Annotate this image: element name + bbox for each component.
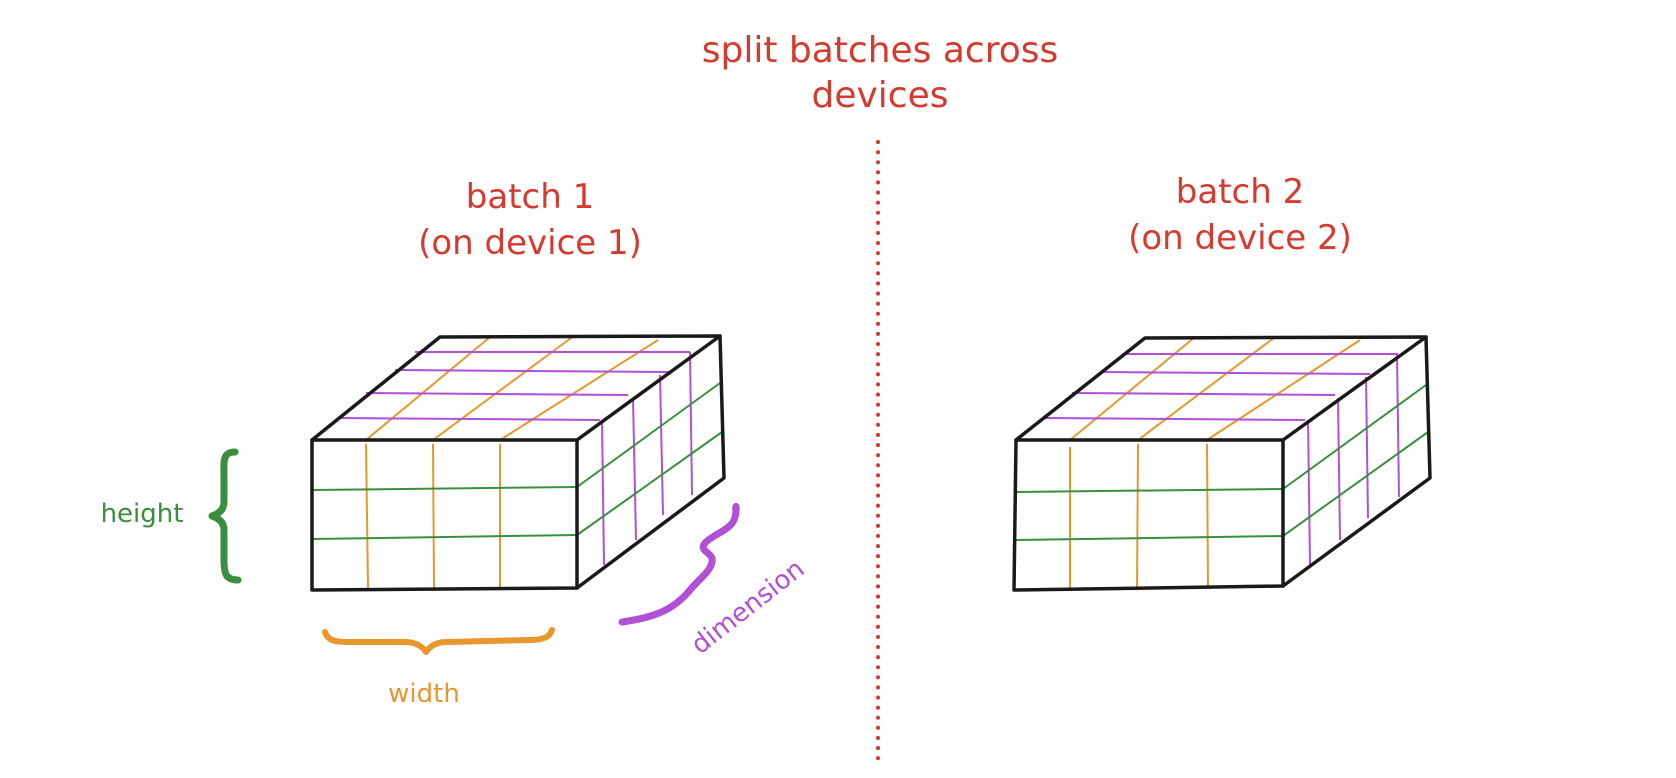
batch-2-width-lines-top: [1069, 336, 1361, 441]
batch-2-dimension-lines-top: [1044, 353, 1398, 421]
batch-1-device: (on device 1): [418, 223, 642, 263]
batch-2-width-lines-front: [1069, 443, 1209, 590]
batch-2-outline: [1012, 335, 1432, 592]
batch-2-device: (on device 2): [1128, 218, 1352, 258]
batch-2-dimension-lines-side: [1307, 353, 1400, 566]
batch-1-title: batch 1: [466, 177, 594, 217]
dimension-brace: [618, 503, 740, 626]
batch-1-label: batch 1 (on device 1): [418, 177, 642, 263]
width-brace: [322, 627, 555, 655]
diagram-title: split batches across devices: [702, 30, 1059, 116]
batch-2-label: batch 2 (on device 2): [1128, 172, 1352, 258]
batch-1-height-lines-front: [311, 486, 578, 540]
batch-1-width-lines-top: [365, 334, 659, 441]
batch-2-tensor-cube: [1012, 335, 1432, 592]
batch-1-height-lines-side: [576, 382, 723, 536]
batch-1-dimension-lines-top: [339, 351, 690, 421]
height-label: height: [101, 499, 184, 529]
batch-1-outline: [310, 334, 726, 592]
batch-1-width-lines-front: [365, 443, 501, 589]
batch-2-title: batch 2: [1176, 172, 1304, 212]
title-line-2: devices: [811, 75, 948, 116]
batch-2-height-lines-side: [1282, 384, 1429, 537]
title-line-1: split batches across: [702, 30, 1059, 71]
width-label: width: [388, 679, 460, 709]
batch-1-tensor-cube: [310, 334, 726, 592]
batch-1-dimension-lines-side: [601, 351, 693, 566]
height-brace: [208, 448, 242, 584]
batch-2-height-lines-front: [1015, 488, 1284, 541]
